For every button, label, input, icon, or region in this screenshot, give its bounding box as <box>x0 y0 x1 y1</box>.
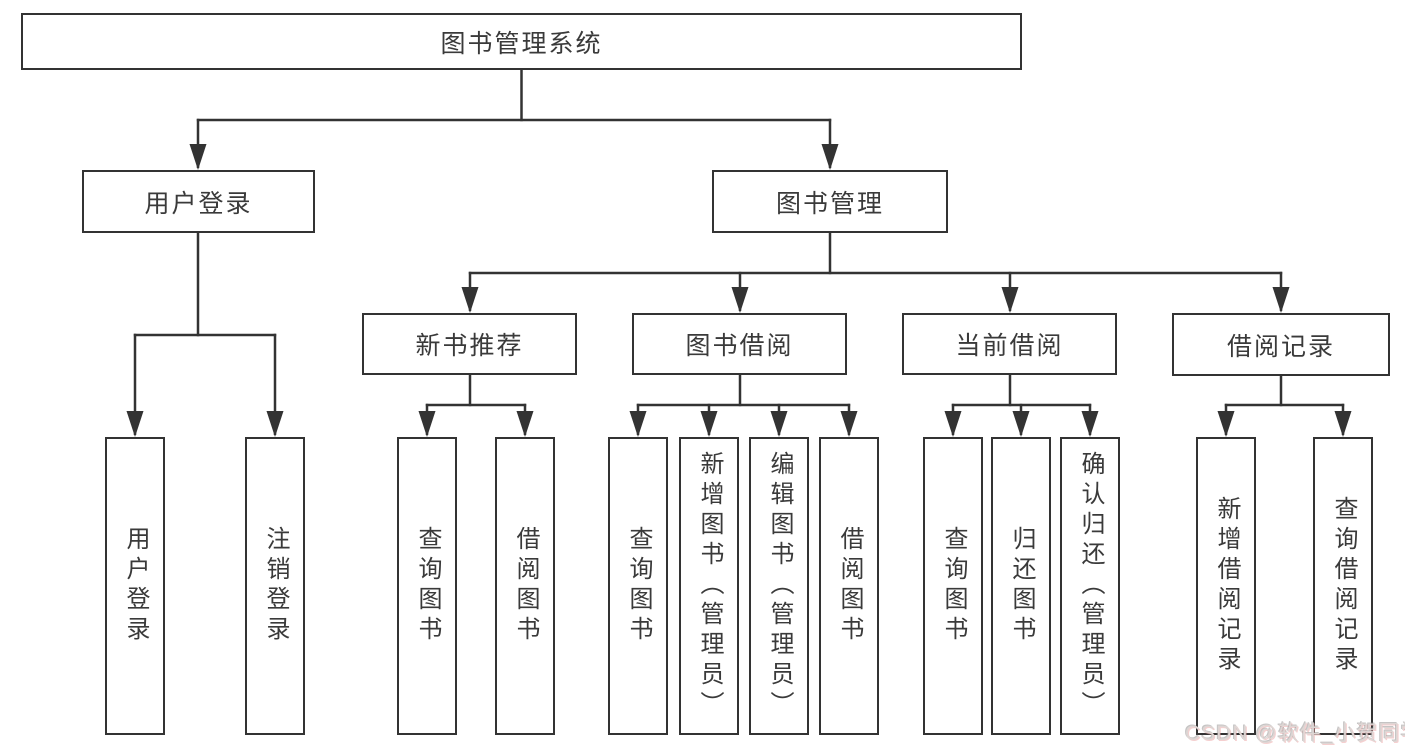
node-borrowing-records-label: 借阅记录 <box>1226 332 1335 361</box>
node-current-borrowing: 当前借阅 <box>902 313 1117 375</box>
leaf-add-borrow-record: 新增借阅记录 <box>1196 437 1256 735</box>
node-new-book-recommend: 新书推荐 <box>362 313 577 375</box>
node-user-login: 用户登录 <box>82 170 315 233</box>
node-book-borrowing: 图书借阅 <box>632 313 847 375</box>
node-book-borrowing-label: 图书借阅 <box>685 332 794 360</box>
leaf-query-books-borrowing: 查询图书 <box>608 437 668 735</box>
leaf-borrow-books-recommend: 借阅图书 <box>495 437 555 735</box>
leaf-edit-books-admin-label: 编辑图书（管理员） <box>766 451 793 721</box>
leaf-query-borrow-record: 查询借阅记录 <box>1313 437 1373 735</box>
leaf-return-books-label: 归还图书 <box>1008 526 1035 646</box>
leaf-query-books-current-label: 查询图书 <box>940 526 967 646</box>
leaf-query-borrow-record-label: 查询借阅记录 <box>1330 496 1357 676</box>
leaf-query-books-recommend-label: 查询图书 <box>414 526 441 646</box>
leaf-add-books-admin: 新增图书（管理员） <box>679 437 739 735</box>
node-book-management-label: 图书管理 <box>775 189 884 218</box>
leaf-logout-label: 注销登录 <box>262 526 289 646</box>
leaf-user-login: 用户登录 <box>105 437 165 735</box>
node-library-system: 图书管理系统 <box>21 13 1022 70</box>
leaf-query-books-recommend: 查询图书 <box>397 437 457 735</box>
leaf-add-borrow-record-label: 新增借阅记录 <box>1213 496 1240 676</box>
leaf-confirm-return-admin: 确认归还（管理员） <box>1060 437 1120 735</box>
leaf-query-books-current: 查询图书 <box>923 437 983 735</box>
leaf-logout: 注销登录 <box>245 437 305 735</box>
node-user-login-label: 用户登录 <box>144 189 253 218</box>
leaf-query-books-borrowing-label: 查询图书 <box>625 526 652 646</box>
leaf-return-books: 归还图书 <box>991 437 1051 735</box>
leaf-borrow-books: 借阅图书 <box>819 437 879 735</box>
csdn-watermark: CSDN @软件_小贺同学 <box>1185 722 1405 745</box>
node-library-system-label: 图书管理系统 <box>440 29 603 58</box>
leaf-add-books-admin-label: 新增图书（管理员） <box>696 451 723 721</box>
leaf-edit-books-admin: 编辑图书（管理员） <box>749 437 809 735</box>
leaf-confirm-return-admin-label: 确认归还（管理员） <box>1077 451 1104 721</box>
node-book-management: 图书管理 <box>712 170 948 233</box>
node-new-book-recommend-label: 新书推荐 <box>415 332 524 360</box>
node-current-borrowing-label: 当前借阅 <box>955 332 1064 360</box>
leaf-borrow-books-label: 借阅图书 <box>836 526 863 646</box>
leaf-borrow-books-recommend-label: 借阅图书 <box>512 526 539 646</box>
node-borrowing-records: 借阅记录 <box>1172 313 1390 376</box>
leaf-user-login-label: 用户登录 <box>122 526 149 646</box>
